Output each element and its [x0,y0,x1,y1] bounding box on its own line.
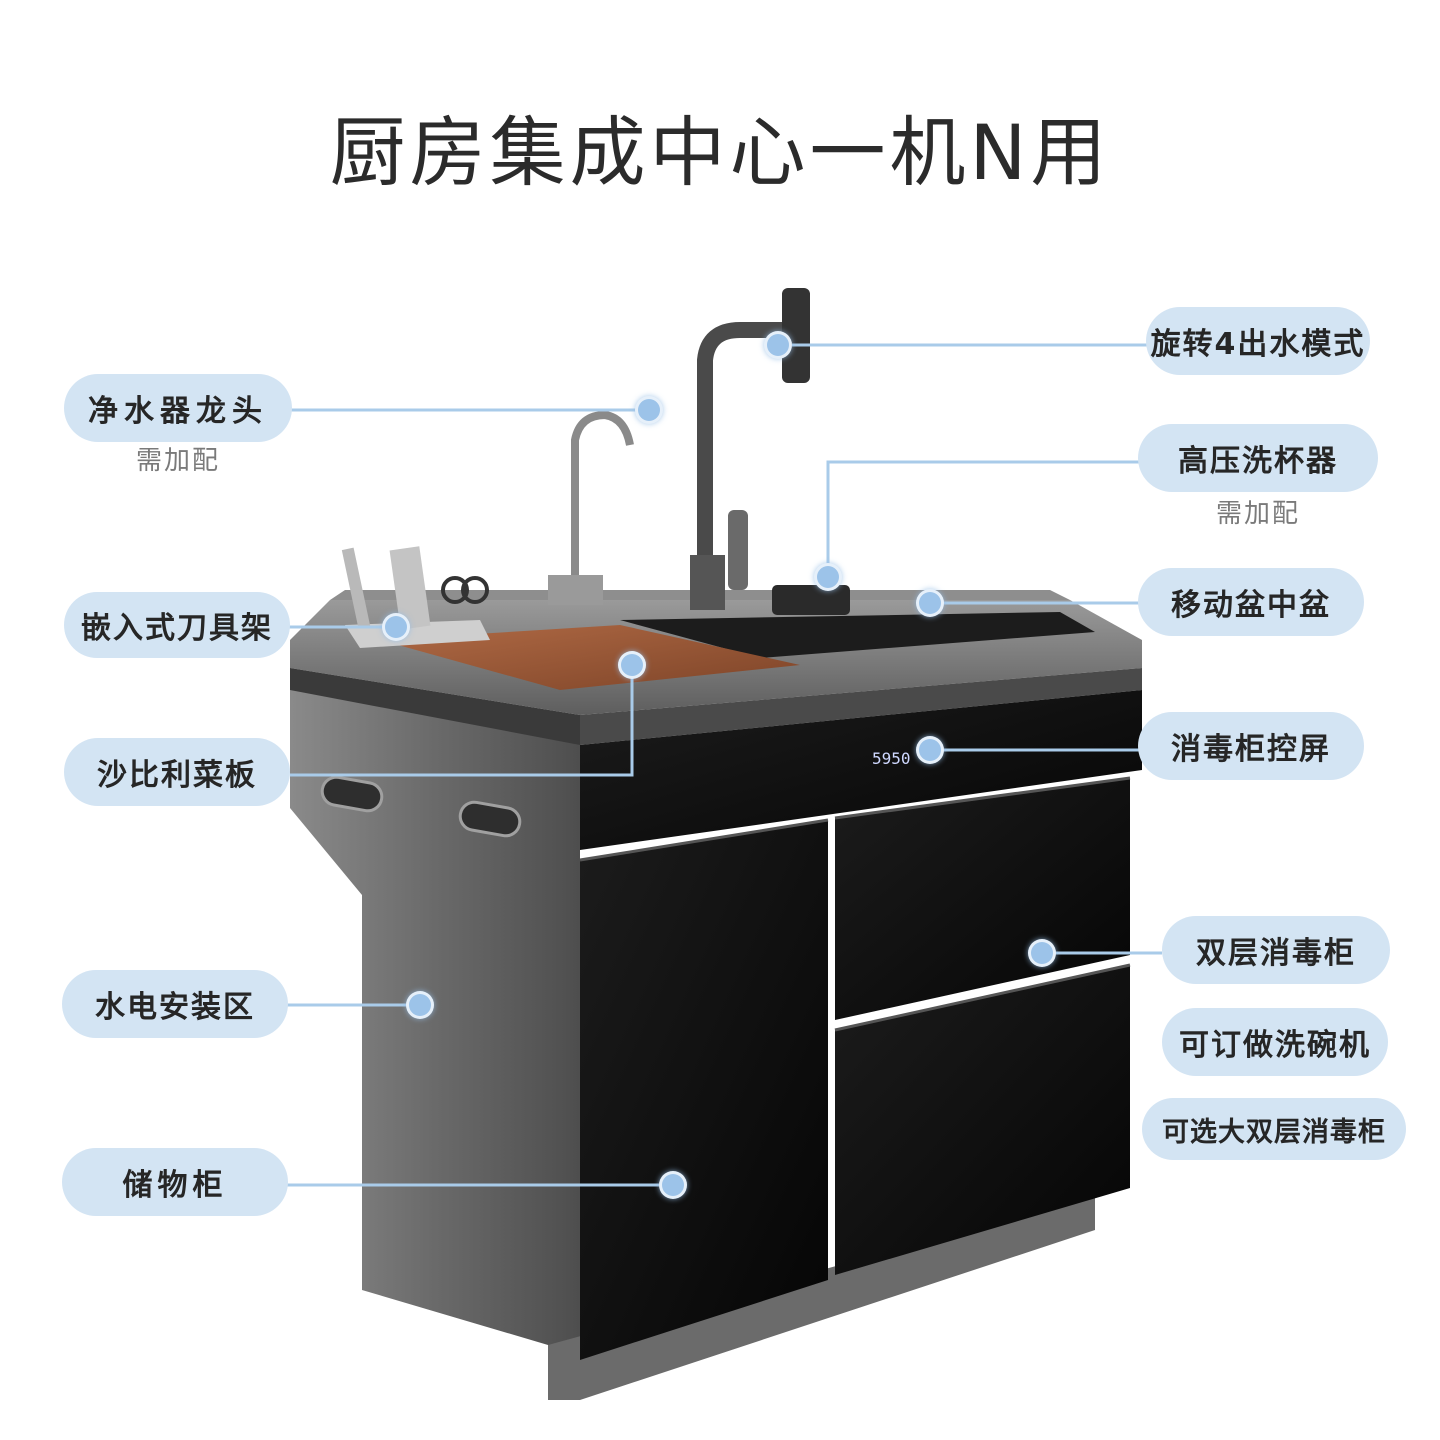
callout-movable-basin: 移动盆中盆 [1138,568,1364,636]
sink-basin [620,612,1095,658]
drawer-handle [834,963,1131,1032]
hotspot-storage-cabinet[interactable] [659,1171,687,1199]
page-title: 厨房集成中心一机N用 [329,107,1111,197]
callout-storage-cabinet: 储物柜 [62,1148,288,1216]
note-cup-washer-requires-addon: 需加配 [1215,499,1300,529]
storage-door [580,820,828,1360]
countertop-edge [290,668,580,745]
knife [341,547,371,629]
hotspot-purifier-faucet[interactable] [635,396,663,424]
hotspot-faucet-rotate[interactable] [764,331,792,359]
hotspot-cutting-board[interactable] [618,651,646,679]
leader-lines [285,343,1162,1187]
hotspot-double-sterilizer[interactable] [1028,939,1056,967]
control-panel-strip [580,690,1142,850]
scissors [441,576,469,604]
scissors [461,576,489,604]
sterilizer-drawer-top [835,778,1130,1020]
note-purifier-requires-addon: 需加配 [135,446,220,476]
countertop-front-edge [580,668,1142,745]
callout-dishwasher-option: 可订做洗碗机 [1162,1008,1388,1076]
main-faucet [697,322,795,605]
faucet-base [690,555,725,610]
cabinet-plinth [548,1195,1095,1400]
drawer-handle [579,818,829,862]
hotspot-cup-washer[interactable] [814,563,842,591]
drawer-handle [834,776,1131,820]
faucet-lever [728,510,748,590]
callout-utility-zone: 水电安装区 [62,970,288,1038]
callout-sterilizer-panel: 消毒柜控屏 [1138,712,1364,780]
callout-cutting-board: 沙比利菜板 [64,738,290,806]
side-handle-slot [458,800,522,838]
hotspot-movable-basin[interactable] [916,589,944,617]
sterilizer-drawer-bottom [835,965,1130,1275]
hotspot-utility-zone[interactable] [406,991,434,1019]
callout-knife-rack: 嵌入式刀具架 [64,592,290,658]
callout-cup-washer: 高压洗杯器 [1138,424,1378,492]
knife [389,546,431,630]
callout-purifier-faucet: 净水器龙头 [64,374,292,442]
hotspot-sterilizer-panel[interactable] [916,736,944,764]
hotspot-knife-rack[interactable] [382,613,410,641]
cup-washer [772,585,850,615]
callout-double-sterilizer: 双层消毒柜 [1162,916,1390,984]
cabinet-side-panel [290,668,580,1400]
faucet-head [782,288,810,383]
purifier-faucet [571,410,634,600]
side-handle-slot [320,775,384,813]
cutting-board [380,625,800,690]
callout-faucet-rotate: 旋转4出水模式 [1146,307,1370,375]
control-panel-display: 5950 [872,749,911,768]
callout-large-sterilizer-option: 可选大双层消毒柜 [1142,1098,1406,1160]
purifier-faucet-base [548,575,603,605]
